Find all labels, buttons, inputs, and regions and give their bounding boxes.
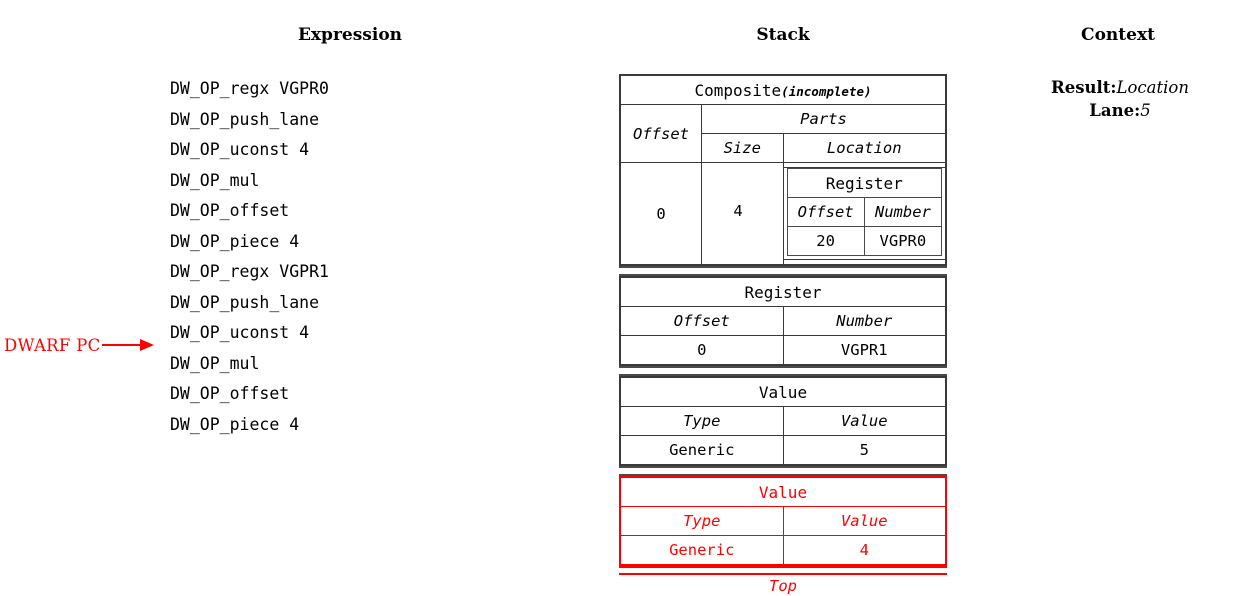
composite-location-header: Location: [782, 133, 947, 163]
page-title-expression: Expression: [297, 25, 403, 45]
composite-location-cell: Register Offset Number 20 VGPR0: [782, 167, 947, 260]
composite-size-value: 4: [733, 202, 743, 220]
nested-register-title: Register: [786, 168, 942, 198]
expression-line: DW_OP_uconst 4: [170, 140, 310, 159]
composite-title: Composite(incomplete): [619, 74, 947, 105]
dwarf-pc-marker: DWARF PC: [4, 332, 156, 358]
context-row-lane: Lane:5: [1000, 99, 1240, 122]
nested-register-number-value: VGPR0: [863, 226, 943, 256]
nested-register-offset-header: Offset: [786, 197, 865, 227]
page-title-context: Context: [1081, 25, 1155, 45]
stack-entry-value-top: Value Type Value Generic 4 Top: [619, 476, 947, 596]
composite-title-suffix: (incomplete): [781, 83, 872, 99]
stack-entry-composite: Composite(incomplete) Offset Parts Size …: [619, 74, 947, 266]
value-top-type-header: Type: [619, 506, 784, 536]
value-title: Value: [619, 376, 947, 407]
expression-line: DW_OP_uconst 4: [170, 323, 310, 342]
expression-list: DW_OP_regx VGPR0 DW_OP_push_lane DW_OP_u…: [170, 74, 470, 440]
context-value-lane: 5: [1140, 101, 1151, 120]
context-panel: Result:Location Lane:5: [1000, 76, 1240, 122]
value-value-value: 5: [782, 435, 947, 466]
stack-list: Composite(incomplete) Offset Parts Size …: [619, 74, 947, 596]
expression-line: DW_OP_mul: [170, 353, 260, 373]
value-top-title: Value: [619, 476, 947, 507]
stack-entry-value: Value Type Value Generic 5: [619, 376, 947, 466]
arrow-right-icon: [101, 339, 156, 351]
stack-separator: [619, 466, 947, 476]
composite-title-text: Composite: [694, 80, 782, 100]
stack-entry-register: Register Offset Number 0 VGPR1: [619, 276, 947, 366]
stack-separator: [619, 266, 947, 276]
value-value-header: Value: [782, 406, 947, 436]
context-value-result: Location: [1116, 78, 1189, 97]
register-offset-value: 0: [619, 335, 784, 366]
page-title-stack: Stack: [756, 25, 810, 45]
expression-line: DW_OP_push_lane: [170, 292, 320, 312]
value-type-value: Generic: [619, 435, 784, 466]
expression-line: DW_OP_piece 4: [170, 231, 300, 251]
register-number-value: VGPR1: [782, 335, 947, 366]
value-top-value-value: 4: [782, 535, 947, 566]
composite-size-header: Size: [701, 133, 784, 163]
expression-line: DW_OP_piece 4: [170, 414, 300, 434]
context-key-lane: Lane:: [1089, 101, 1141, 120]
value-top-value-header: Value: [782, 506, 947, 536]
register-offset-header: Offset: [619, 306, 784, 336]
expression-line: DW_OP_regx VGPR1: [170, 262, 329, 281]
value-type-header: Type: [619, 406, 784, 436]
value-top-type-value: Generic: [619, 535, 784, 566]
expression-line: DW_OP_offset: [170, 201, 290, 220]
nested-register-offset-value: 20: [786, 226, 865, 256]
context-row-result: Result:Location: [1000, 76, 1240, 99]
register-number-header: Number: [782, 306, 947, 336]
composite-offset-value: 0: [619, 162, 702, 266]
expression-line: DW_OP_offset: [170, 384, 290, 403]
stack-separator-top: [619, 566, 947, 575]
nested-register-number-header: Number: [863, 197, 943, 227]
expression-line: DW_OP_push_lane: [170, 109, 320, 129]
context-key-result: Result:: [1051, 78, 1117, 97]
stack-separator: [619, 366, 947, 376]
composite-parts-header: Parts: [701, 104, 947, 134]
expression-line: DW_OP_mul: [170, 170, 260, 190]
stack-top-label: Top: [769, 577, 797, 595]
composite-offset-header: Offset: [619, 104, 702, 163]
expression-line: DW_OP_regx VGPR0: [170, 79, 329, 98]
dwarf-pc-label: DWARF PC: [4, 335, 101, 355]
register-title: Register: [619, 276, 947, 307]
